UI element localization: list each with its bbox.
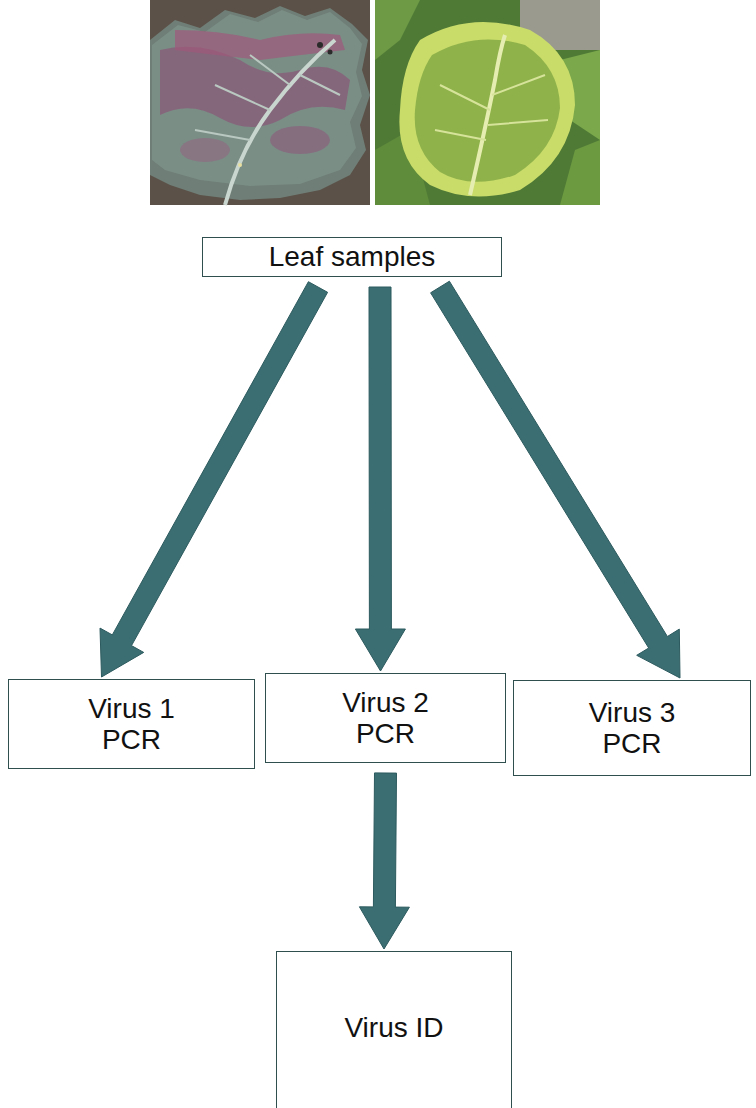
- block-arrow: [100, 282, 328, 677]
- node-label: Virus ID: [344, 1012, 443, 1043]
- pcr-box: Virus 2 PCR: [265, 673, 506, 763]
- block-arrow: [359, 773, 409, 949]
- pcr-box: Virus 3 PCR: [513, 680, 751, 776]
- node-label: Leaf samples: [269, 241, 436, 272]
- block-arrow: [355, 287, 405, 671]
- pcr-box: Virus 1 PCR: [8, 679, 255, 769]
- node-label: Virus 3 PCR: [572, 697, 692, 760]
- node-label: Virus 2 PCR: [326, 687, 446, 750]
- block-arrow: [431, 281, 680, 678]
- node-label: Virus 1 PCR: [72, 693, 192, 756]
- purple-leaf-photo: [150, 0, 370, 205]
- yellow-leaf-photo: [375, 0, 600, 205]
- sample-box: Leaf samples: [202, 237, 502, 277]
- result-box: Virus ID: [276, 951, 512, 1108]
